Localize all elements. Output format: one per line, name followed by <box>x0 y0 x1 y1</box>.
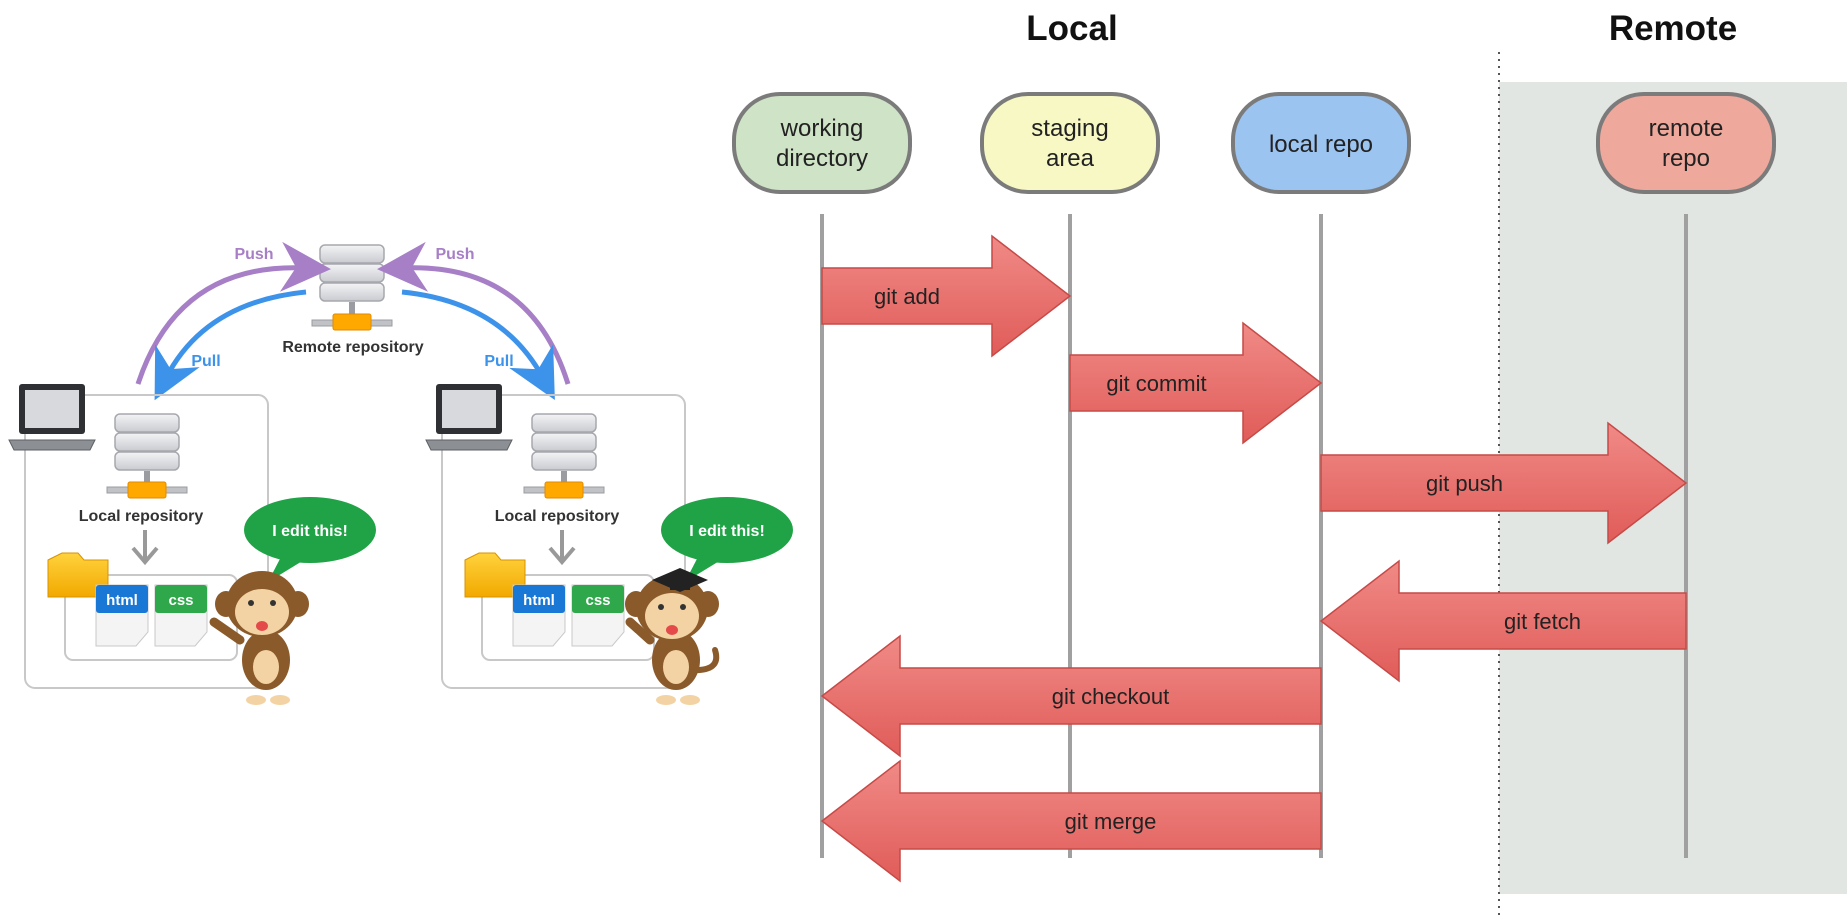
push-arrow-left <box>135 241 331 385</box>
local-server-icon <box>106 413 188 499</box>
css-file-label: css <box>168 592 193 609</box>
lane-remote-repo <box>1596 92 1776 194</box>
right-workspace: Local repository html css I edit this! <box>425 384 793 705</box>
distributed-repo-illustration: Remote repository Push Push Pull Pull <box>8 241 793 705</box>
git-fetch-label: git fetch <box>1504 609 1581 634</box>
remote-repository-label: Remote repository <box>282 339 423 356</box>
monkey-mascot-graduate-icon <box>625 568 720 705</box>
pull-arrow-left <box>154 289 307 401</box>
git-checkout-label: git checkout <box>1052 684 1169 709</box>
laptop-icon <box>425 384 513 451</box>
pull-label-right: Pull <box>484 353 513 370</box>
local-repository-label: Local repository <box>79 508 204 525</box>
git-checkout-arrow <box>820 634 1322 758</box>
lane-working-directory <box>732 92 912 194</box>
lane-label-remote-repo: repo <box>1662 145 1710 172</box>
html-file-label: html <box>106 592 138 609</box>
git-fetch-arrow <box>1319 559 1687 683</box>
push-arrow-right <box>377 241 571 385</box>
git-push-label: git push <box>1426 471 1503 496</box>
lane-label-local-repo: local repo <box>1269 131 1373 158</box>
css-file-icon <box>154 584 208 647</box>
git-merge-label: git merge <box>1065 809 1157 834</box>
laptop-icon <box>8 384 96 451</box>
down-arrow-icon <box>131 530 159 566</box>
html-file-label: html <box>523 592 555 609</box>
down-arrow-icon <box>548 530 576 566</box>
git-commit-label: git commit <box>1106 371 1206 396</box>
remote-server-icon <box>311 244 393 331</box>
lane-label-remote-repo: remote <box>1649 115 1724 142</box>
local-server-icon <box>523 413 605 499</box>
monkey-mascot-icon <box>209 571 309 705</box>
html-file-icon <box>512 584 566 647</box>
lane-label-working-directory: directory <box>776 145 868 172</box>
git-add-arrow <box>821 234 1072 358</box>
lane-label-working-directory: working <box>780 115 864 142</box>
local-repository-label: Local repository <box>495 508 620 525</box>
folder-icon <box>47 552 109 598</box>
git-merge-arrow <box>820 759 1322 883</box>
left-workspace: Local repository html css I edit th <box>8 384 376 705</box>
lane-local-repo <box>1231 92 1411 194</box>
local-section-header: Local <box>1026 9 1117 48</box>
git-command-flow-diagram: Local Remote working directory staging area… <box>732 9 1847 918</box>
css-file-icon <box>571 584 625 647</box>
css-file-label: css <box>585 592 610 609</box>
speech-bubble-text-right: I edit this! <box>689 523 765 540</box>
pull-arrow-right <box>401 289 555 400</box>
lane-label-staging-area: staging <box>1031 115 1108 142</box>
remote-section-header: Remote <box>1609 9 1737 48</box>
html-file-icon <box>95 584 149 647</box>
lane-label-staging-area: area <box>1046 145 1095 172</box>
push-label-right: Push <box>435 246 474 263</box>
speech-bubble-text-left: I edit this! <box>272 523 348 540</box>
pull-label-left: Pull <box>191 353 220 370</box>
folder-icon <box>464 552 526 598</box>
git-push-arrow <box>1320 421 1688 545</box>
git-commit-arrow <box>1069 321 1323 445</box>
git-add-label: git add <box>874 284 940 309</box>
lane-staging-area <box>980 92 1160 194</box>
push-label-left: Push <box>234 246 273 263</box>
